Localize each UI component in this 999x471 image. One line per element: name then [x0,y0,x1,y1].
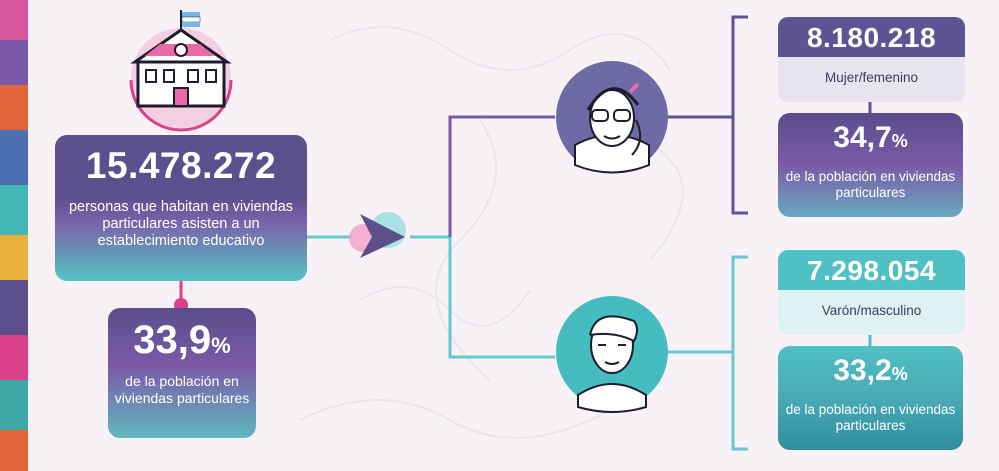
women-percent-description: de la población en viviendas particulare… [785,169,956,200]
man-avatar-icon [556,296,668,413]
men-percent-value: 33,2 [833,354,892,387]
women-count-card: 8.180.218 Mujer/femenino [778,17,965,102]
total-percent-value: 33,9 [133,318,212,362]
men-label: Varón/masculino [778,290,965,335]
flag-icon [180,10,201,30]
arrow-logo-icon [349,212,406,258]
men-count-value: 7.298.054 [778,250,965,290]
total-percent-description: de la población en viviendas particulare… [114,373,250,406]
women-percent-value: 34,7 [833,121,892,154]
total-percent-card: 33,9% de la población en viviendas parti… [108,308,256,438]
men-percent-card: 33,2% de la población en viviendas parti… [778,346,963,450]
women-percent-sign: % [891,131,908,151]
women-count-value: 8.180.218 [778,17,965,57]
total-students-card: 15.478.272 personas que habitan en vivie… [55,135,307,281]
women-percent-card: 34,7% de la población en viviendas parti… [778,113,963,217]
total-percent-sign: % [211,333,231,358]
total-students-description: personas que habitan en viviendas partic… [68,199,294,249]
men-count-card: 7.298.054 Varón/masculino [778,250,965,335]
women-label: Mujer/femenino [778,57,965,102]
men-percent-description: de la población en viviendas particulare… [785,402,956,433]
decorative-strip [0,0,28,471]
school-building-icon [129,28,233,132]
men-percent-sign: % [891,364,908,384]
total-students-value: 15.478.272 [85,145,277,186]
woman-avatar-icon [556,61,668,174]
